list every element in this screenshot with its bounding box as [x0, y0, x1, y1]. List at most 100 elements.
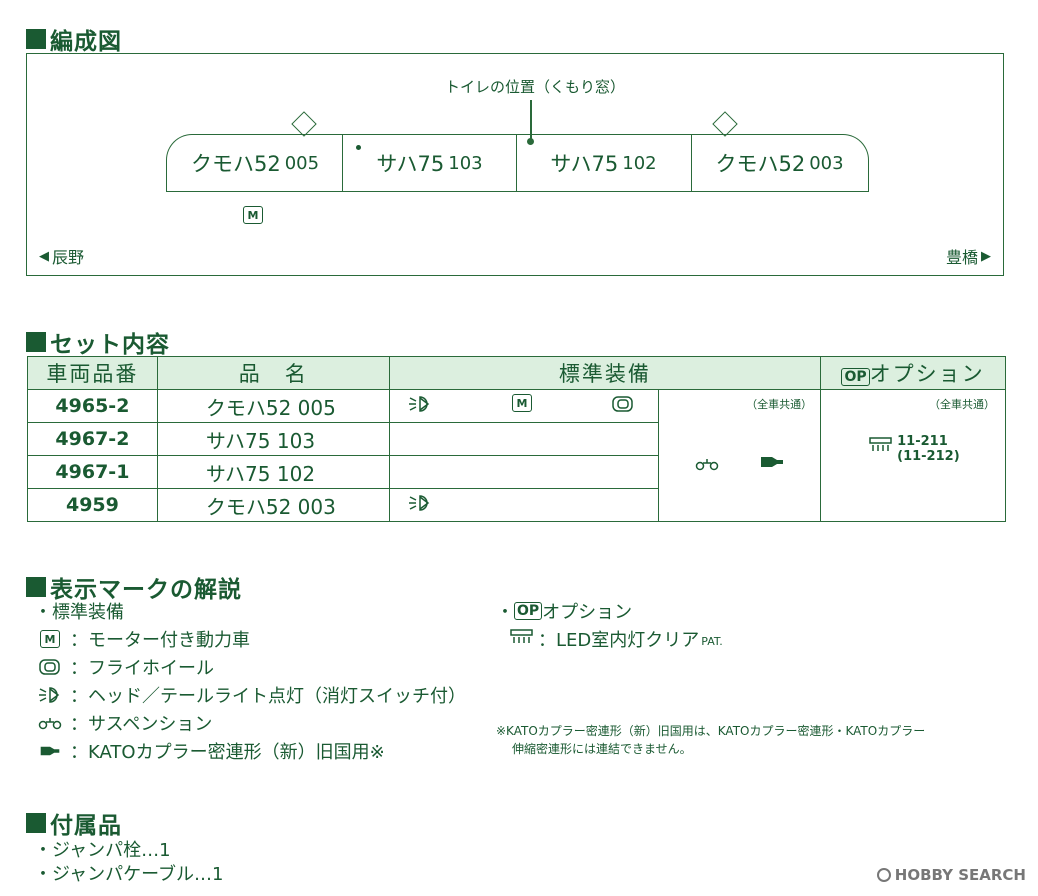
option-icon: OP — [514, 602, 543, 620]
option-common-label: （全車共通） — [929, 398, 995, 411]
legend-text: ：ヘッド／テールライト点灯（消灯スイッチ付） — [70, 686, 466, 707]
car-number: 005 — [284, 152, 320, 174]
legend-item: M ：モーター付き動力車 — [34, 625, 466, 653]
car-name: サハ75 — [376, 152, 445, 176]
watermark: HOBBY SEARCH — [876, 866, 1026, 884]
table-row: 4967-1 サハ75 102 — [27, 455, 1006, 489]
row-equip — [388, 488, 660, 522]
suspension-icon — [34, 716, 66, 730]
legend-text: ：LED室内灯クリア — [538, 630, 700, 651]
header-option-label: オプション — [869, 362, 985, 386]
accessories-list: ・ジャンパ栓…1 ・ジャンパケーブル…1 — [34, 839, 223, 887]
left-destination: 辰野 — [52, 248, 85, 267]
row-equip — [388, 422, 660, 456]
accessories-section-title: 付属品 — [26, 806, 122, 840]
list-item: ・ジャンパ栓…1 — [34, 840, 171, 861]
flywheel-icon — [34, 658, 66, 676]
legend-list: ・標準装備 M ：モーター付き動力車 ：フライホイール ：ヘッド／テールライト点… — [34, 597, 466, 765]
direction-left: ◀ 辰野 — [39, 244, 84, 268]
room-light-icon — [869, 434, 893, 458]
row-name: クモハ52 005 — [156, 389, 390, 423]
row-equip: M — [388, 389, 660, 423]
legend-item: ：フライホイール — [34, 653, 466, 681]
legend-text: ：フライホイール — [70, 658, 214, 679]
option-label: オプション — [542, 602, 633, 623]
motor-icon: M — [40, 630, 60, 648]
legend-item: ：ヘッド／テールライト点灯（消灯スイッチ付） — [34, 681, 466, 709]
legend-item: ：KATOカプラー密連形（新）旧国用※ — [34, 737, 466, 765]
car-name: サハ75 — [550, 152, 619, 176]
option-item: 11-211 — [897, 434, 948, 449]
common-equip-cell: （全車共通） — [658, 389, 822, 522]
pantograph-icon — [712, 111, 738, 137]
row-code: 4967-2 — [27, 422, 158, 456]
header-code: 車両品番 — [27, 356, 158, 390]
title-square-icon — [26, 813, 46, 833]
suspension-icon — [695, 452, 719, 476]
coupler-note: ※KATOカプラー密連形（新）旧国用は、KATOカプラー密連形・KATOカプラー… — [496, 722, 925, 758]
direction-right: 豊橋 ▶ — [946, 244, 991, 268]
car-name: クモハ52 — [190, 152, 281, 176]
row-code: 4967-1 — [27, 455, 158, 489]
right-destination: 豊橋 — [945, 248, 978, 267]
toilet-pointer-line — [530, 100, 532, 142]
legend-item: ：サスペンション — [34, 709, 466, 737]
legend-standard-heading: ・標準装備 — [34, 597, 466, 625]
table-row: 4965-2 クモハ52 005 M （全車共通） — [27, 389, 1006, 522]
legend-title-text: 表示マークの解説 — [50, 577, 242, 603]
title-square-icon — [26, 332, 46, 352]
coupler-icon — [759, 452, 785, 476]
formation-title-text: 編成図 — [50, 29, 122, 55]
note-line: 伸縮密連形には連結できません。 — [512, 742, 692, 756]
note-line: ※KATOカプラー密連形（新）旧国用は、KATOカプラー密連形・KATOカプラー — [496, 724, 926, 738]
option-item: (11-212) — [897, 449, 960, 464]
pat-suffix: PAT. — [701, 635, 723, 648]
watermark-text: HOBBY SEARCH — [894, 866, 1026, 884]
legend-section-title: 表示マークの解説 — [26, 570, 242, 604]
row-name: クモハ52 003 — [156, 488, 390, 522]
headlight-icon — [408, 493, 432, 517]
row-code: 4965-2 — [27, 389, 158, 423]
pantograph-icon — [291, 111, 317, 137]
title-square-icon — [26, 577, 46, 597]
car-name: クモハ52 — [715, 152, 806, 176]
legend-text: ：モーター付き動力車 — [70, 630, 250, 651]
headlight-icon — [408, 394, 432, 418]
row-equip — [388, 455, 660, 489]
row-code: 4959 — [27, 488, 158, 522]
watermark-logo-icon — [876, 868, 891, 882]
motor-icon: M — [511, 394, 532, 412]
title-square-icon — [26, 29, 46, 49]
flywheel-icon — [612, 394, 634, 418]
legend-text: ：サスペンション — [70, 714, 213, 735]
arrow-left-icon: ◀ — [39, 248, 49, 264]
motor-icon: M — [243, 206, 263, 224]
formation-section-title: 編成図 — [26, 22, 122, 56]
set-section-title: セット内容 — [26, 325, 170, 359]
table-row: 4967-2 サハ75 103 — [27, 422, 1006, 456]
legend-text: ：KATOカプラー密連形（新）旧国用※ — [70, 742, 385, 763]
header-name: 品 名 — [156, 356, 390, 390]
room-light-icon — [510, 628, 534, 650]
common-label: （全車共通） — [746, 398, 813, 411]
header-equip: 標準装備 — [388, 356, 822, 390]
toilet-label: トイレの位置（くもり窓） — [445, 78, 626, 96]
car-number: 003 — [809, 152, 844, 174]
option-icon: OP — [841, 368, 870, 386]
accessories-title-text: 付属品 — [50, 813, 122, 839]
car-number: 103 — [448, 152, 483, 174]
toilet-dot-icon — [527, 138, 534, 145]
coupler-icon — [34, 743, 66, 759]
table-row: 4959 クモハ52 003 — [27, 488, 1006, 522]
